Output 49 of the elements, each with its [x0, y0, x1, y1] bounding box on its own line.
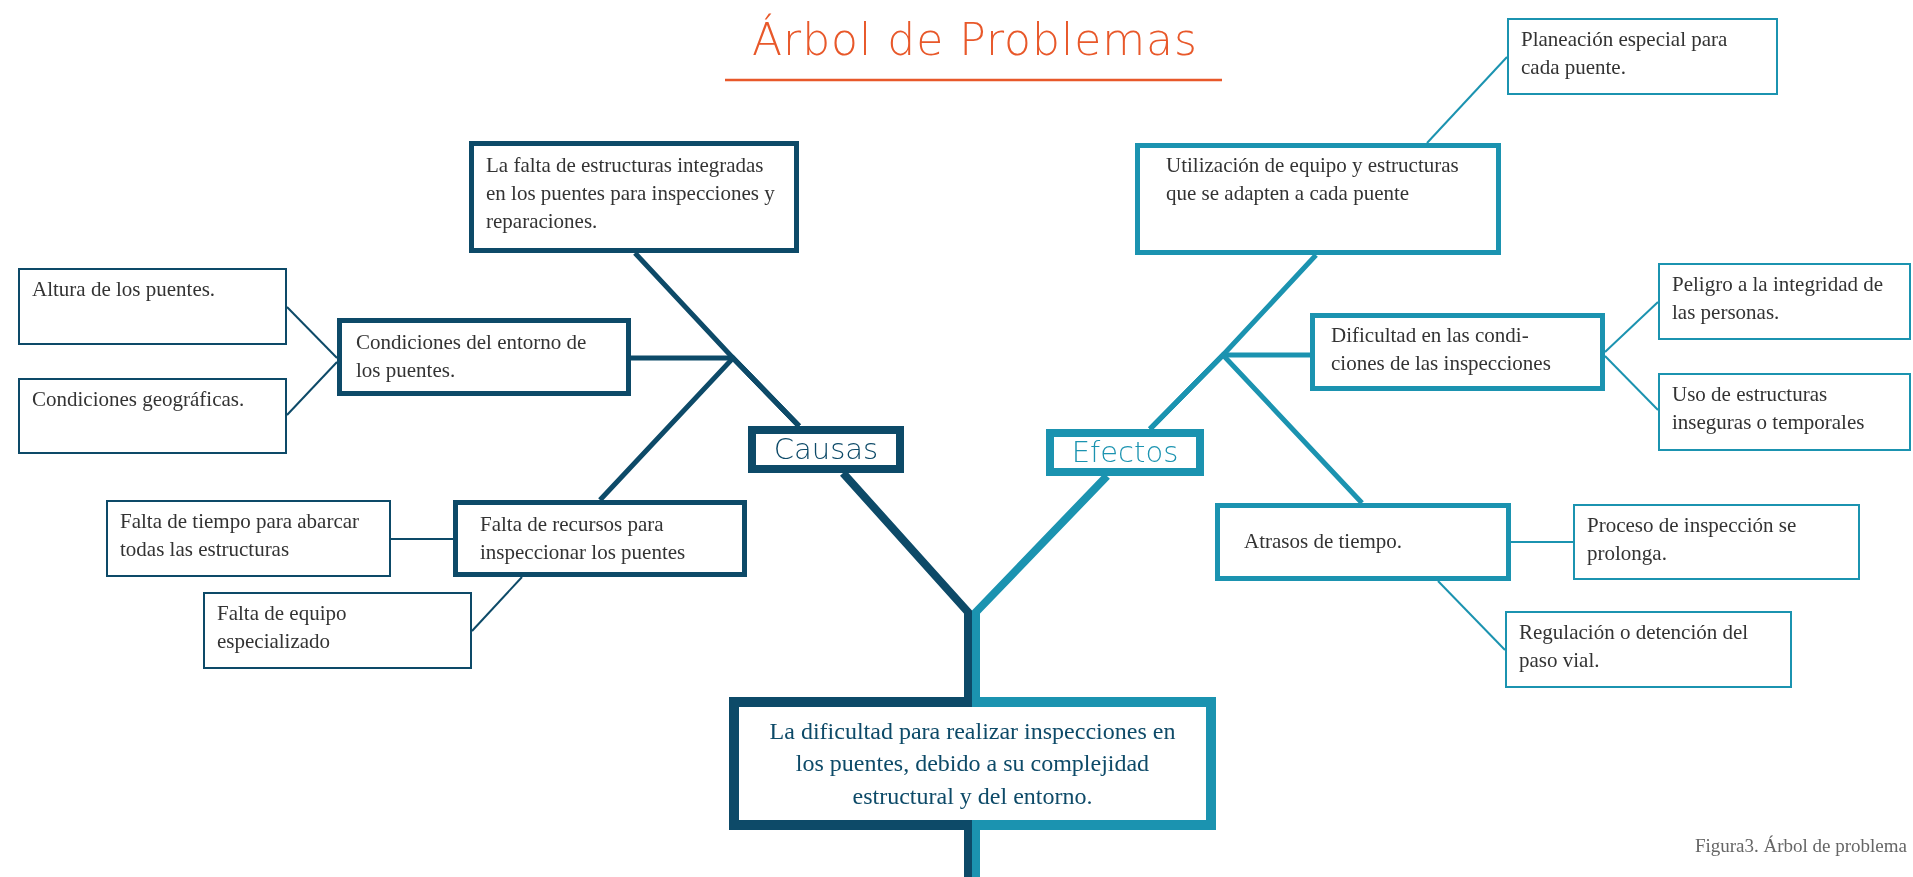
text-box	[1215, 503, 1511, 581]
text-box	[453, 500, 747, 577]
box-text: Regulación o detención del paso vial.	[1519, 620, 1749, 672]
box-text: Proceso de inspección se prolonga.	[1587, 513, 1797, 565]
box-text: Falta de tiempo para abarcar todas las estructuras	[120, 509, 360, 561]
connector-line	[1510, 541, 1574, 543]
text-box	[1658, 263, 1911, 340]
category-label: Causas	[772, 434, 880, 464]
connector-line	[1426, 56, 1508, 144]
figure-caption: Figura3. Árbol de problema	[1694, 835, 1907, 857]
box-text: Atrasos de tiempo.	[1244, 529, 1403, 553]
connector-line	[471, 576, 523, 632]
connector-line	[1148, 351, 1364, 505]
text-box	[1507, 18, 1778, 95]
problem-box	[729, 697, 1216, 830]
text-box	[203, 592, 472, 669]
text-box	[18, 378, 287, 454]
box-text: Peligro a la integridad de las personas.	[1672, 272, 1884, 324]
text-box	[337, 318, 631, 396]
box-text: Condiciones del entorno de los puentes.	[356, 330, 587, 382]
text-box	[1135, 143, 1501, 255]
text-box	[106, 500, 391, 577]
box-text: Planeación especial para cada puente.	[1521, 27, 1728, 79]
text-box	[1573, 504, 1860, 580]
box-text: La falta de estructuras integradas en los puentes para inspecciones y reparaciones.	[486, 153, 775, 233]
text-box	[18, 268, 287, 345]
connector-line	[286, 306, 338, 359]
category-box	[748, 426, 904, 473]
text-box	[1310, 313, 1605, 391]
box-text: La dificultad para realizar inspecciones en los puentes, debido a su complejidad estructural y del entorno.	[769, 718, 1176, 809]
box-text: Altura de los puentes.	[32, 277, 216, 301]
connector-line	[598, 354, 801, 502]
box-text: Utilización de equipo y estructuras que se adapten a cada puente	[1166, 153, 1459, 205]
category-box	[1046, 429, 1204, 476]
box-text: Condiciones geográficas.	[32, 387, 245, 411]
connector-line	[1604, 355, 1659, 411]
connector-line	[1437, 580, 1506, 651]
text-box	[1658, 373, 1911, 451]
box-text: Falta de recursos para inspeccionar los puentes	[480, 512, 686, 564]
category-label: Efectos	[1070, 437, 1180, 467]
connector-line	[390, 538, 454, 540]
title: Árbol de Problemas	[751, 14, 1199, 65]
box-text: Dificultad en las condi- ciones de las inspecciones	[1331, 323, 1551, 375]
text-box	[1505, 611, 1792, 688]
connector-line	[1604, 301, 1659, 353]
connector-line	[286, 361, 338, 416]
box-text: Uso de estructuras inseguras o temporales	[1672, 382, 1865, 434]
text-box	[469, 141, 799, 253]
box-text: Falta de equipo especializado	[217, 601, 347, 653]
